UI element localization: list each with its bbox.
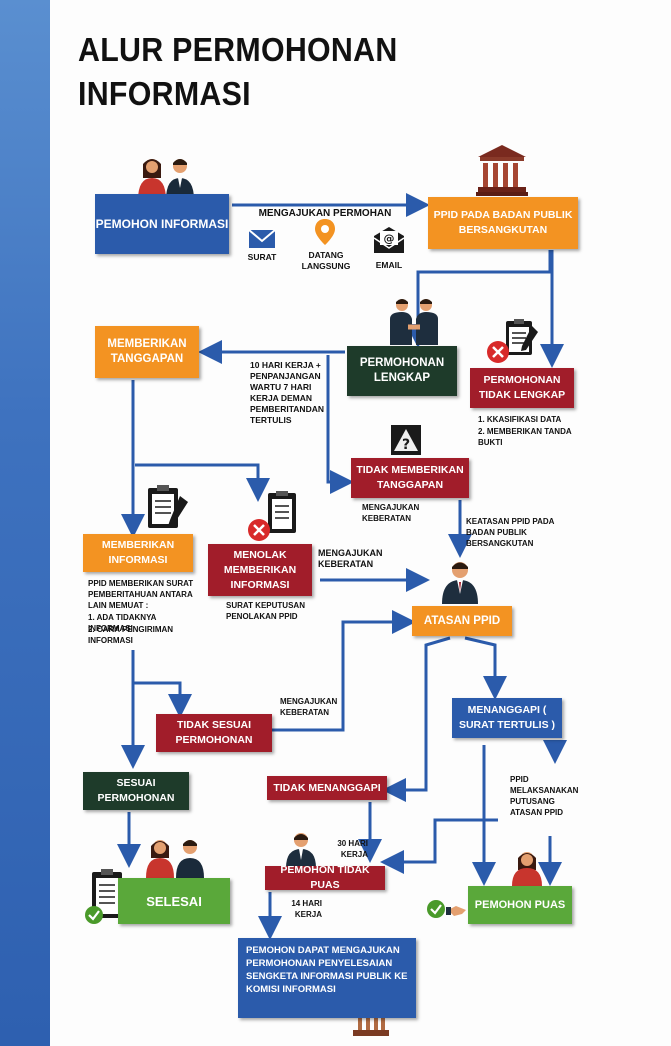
checkmark-handshake-icon [427,900,466,918]
pemohon-puas-box: PEMOHON PUAS [468,886,572,924]
memberikan-informasi-box: MEMBERIKAN INFORMASI [83,534,193,572]
arrow-to-tidak-sesuai [133,681,192,718]
arrow-lengkap-to-tidak-memberikan [326,355,354,494]
ppid-badan-publik-box: PPID PADA BADAN PUBLIK BERSANGKUTAN [428,197,578,249]
building-icon [476,145,528,196]
sepuluh-hari-note: 10 HARI KERJA + PENPANJANGAN WARTU 7 HAR… [250,360,324,425]
envelope-icon [248,229,276,248]
arrow-atasan-to-menanggapi [464,636,507,700]
page-title: ALUR PERMOHONAN INFORMASI [78,28,409,116]
businessman-icon-2 [286,833,316,868]
arrow-ppid-to-lengkap [406,250,552,348]
clipboard-check-icon [85,869,122,924]
arrow-tidak-sesuai-to-atasan [272,610,416,732]
pemohon-informasi-box: PEMOHON INFORMASI [95,194,229,254]
datang-langsung-label: DATANG LANGSUNG [301,250,351,271]
couple-icon-2 [146,840,204,878]
arrow-atasan-to-tidak-menanggapi [382,636,451,802]
sengketa-box: PEMOHON DAPAT MENGAJUKAN PERMOHONAN PENY… [238,938,416,1018]
title-line-2: INFORMASI [78,75,251,112]
mengajukan-keberatan-note-1: MENGAJUKAN KEBERATAN [362,503,420,523]
sesuai-permohonan-box: SESUAI PERMOHONAN [83,772,189,810]
permohonan-tidak-lengkap-box: PERMOHONAN TIDAK LENGKAP [470,368,574,408]
memberikan-tanggapan-box: MEMBERIKAN TANGGAPAN [95,326,199,378]
title-line-1: ALUR PERMOHONAN [78,31,398,68]
arrow-tanggapan-to-menolak [135,463,270,502]
ppid-melaksanakan-note: PPID MELAKSANAKAN PUTUSANG ATASAN PPID [510,775,579,817]
svg-text:?: ? [402,437,410,453]
keatasan-ppid-note: KEATASAN PPID PADA BADAN PUBLIK BERSANGK… [466,517,555,548]
woman-icon [512,852,542,886]
tidak-menanggapi-box: TIDAK MENANGGAPI [267,776,387,800]
tidak-memberikan-tanggapan-box: TIDAK MEMBERIKAN TANGGAPAN [351,458,469,498]
ppid-memberikan-note-2: 2. CARA PENGIRIMAN INFORMASI [88,625,174,645]
menanggapi-box: MENANGGAPI ( SURAT TERTULIS ) [452,698,562,738]
mengajukan-keberatan-note-2: MENGAJUKAN KEBERATAN [318,548,383,569]
tiga-puluh-hari-note: 30 HARI KERJA [337,839,368,859]
empat-belas-hari-note: 14 HARI KERJA [291,899,322,919]
email-label: EMAIL [375,260,403,270]
ppid-memberikan-note: PPID MEMBERIKAN SURAT PEMBERITAHUAN ANTA… [88,579,194,610]
tidak-lengkap-note-1: 1. KKASIFIKASI DATA [478,415,562,424]
handshake-icon [390,299,438,345]
ppid-memberikan-note-1: 1. ADA TIDAKNYA INFORMASI [88,613,157,633]
tidak-lengkap-note-2: 2. MEMBERIKAN TANDA BUKTI [478,427,572,447]
menolak-memberikan-informasi-box: MENOLAK MEMBERIKAN INFORMASI [208,544,312,596]
atasan-ppid-box: ATASAN PPID [412,606,512,636]
businessman-icon [442,562,478,604]
location-pin-icon [315,219,335,245]
arrow-menanggapi-to-tidak-puas [380,818,498,874]
surat-label: SURAT [247,252,277,262]
email-icon: @ [373,227,405,253]
pemohon-tidak-puas-box: PEMOHON TIDAK PUAS [265,864,385,891]
mengajukan-keberatan-note-3: MENGAJUKAN KEBERATAN [280,697,338,717]
svg-text:@: @ [384,232,395,245]
clipboard-icon [148,485,188,528]
tidak-sesuai-permohonan-box: TIDAK SESUAI PERMOHONAN [156,714,272,752]
mengajukan-permohonan-label: MENGAJUKAN PERMOHAN [258,208,392,219]
left-blue-stripe [0,0,50,1046]
clipboard-reject-icon-2 [248,491,296,541]
permohonan-lengkap-box: PERMOHONAN LENGKAP [347,346,457,396]
clipboard-reject-icon [487,319,538,363]
selesai-box: SELESAI [118,878,230,924]
surat-keputusan-note: SURAT KEPUTUSAN PENOLAKAN PPID [226,601,305,621]
question-warning-icon: ? [391,425,421,455]
